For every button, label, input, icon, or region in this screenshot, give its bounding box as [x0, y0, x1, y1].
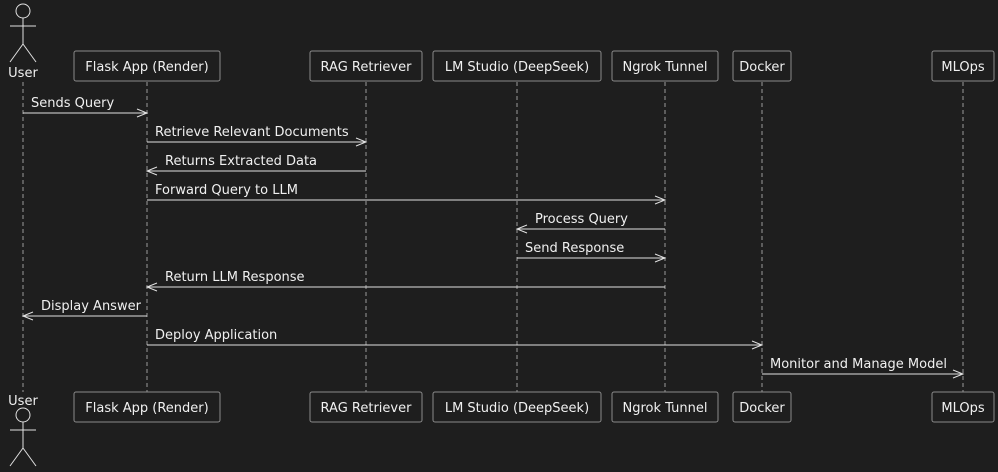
participant-label: RAG Retriever [321, 401, 413, 416]
message-6: Send Response [517, 241, 667, 263]
participant-label: MLOps [941, 60, 984, 75]
message-label: Process Query [535, 212, 628, 227]
participant-box [611, 50, 719, 82]
actor-icon [9, 407, 37, 467]
arrowhead-icon [515, 224, 528, 234]
participant-mlops-bottom: MLOps [931, 391, 995, 423]
message-label: Display Answer [41, 299, 142, 314]
arrowhead-icon [355, 137, 368, 147]
actor-label: User [8, 394, 38, 409]
participant-box [732, 391, 792, 423]
participant-box [732, 50, 792, 82]
message-5: Process Query [515, 212, 665, 234]
participant-lmstudio-bottom: LM Studio (DeepSeek) [432, 391, 602, 423]
participant-label: RAG Retriever [321, 60, 413, 75]
message-label: Sends Query [31, 96, 114, 111]
arrowhead-icon [654, 253, 667, 263]
arrowhead-icon [751, 340, 764, 350]
participant-box [309, 50, 423, 82]
actor-label: User [8, 66, 38, 81]
arrowhead-icon [136, 108, 149, 118]
participant-lmstudio-top: LM Studio (DeepSeek) [432, 50, 602, 82]
participant-flask-bottom: Flask App (Render) [73, 391, 221, 423]
participant-box [432, 50, 602, 82]
message-4: Forward Query to LLM [147, 183, 667, 205]
message-label: Monitor and Manage Model [770, 357, 947, 372]
participant-box [931, 50, 995, 82]
participant-box [309, 391, 423, 423]
participant-box [432, 391, 602, 423]
participant-box [73, 391, 221, 423]
actor-icon [9, 3, 37, 63]
arrowhead-icon [952, 369, 965, 379]
message-label: Send Response [525, 241, 624, 256]
participant-rag-top: RAG Retriever [309, 50, 423, 82]
arrowhead-icon [21, 311, 34, 321]
message-10: Monitor and Manage Model [762, 357, 965, 379]
participant-rag-bottom: RAG Retriever [309, 391, 423, 423]
message-label: Return LLM Response [165, 270, 305, 285]
participant-label: Flask App (Render) [85, 60, 208, 75]
participant-label: Ngrok Tunnel [623, 60, 708, 75]
message-3: Returns Extracted Data [145, 154, 366, 176]
participant-label: Ngrok Tunnel [623, 401, 708, 416]
message-label: Forward Query to LLM [155, 183, 298, 198]
participant-box [611, 391, 719, 423]
message-9: Deploy Application [147, 328, 764, 350]
participant-label: Docker [739, 401, 785, 416]
participant-label: LM Studio (DeepSeek) [445, 60, 589, 75]
participant-docker-bottom: Docker [732, 391, 792, 423]
participant-box [73, 50, 221, 82]
message-2: Retrieve Relevant Documents [147, 125, 368, 147]
participant-label: MLOps [941, 401, 984, 416]
actor-user-top: User [8, 3, 38, 81]
participant-mlops-top: MLOps [931, 50, 995, 82]
participant-label: LM Studio (DeepSeek) [445, 401, 589, 416]
message-label: Returns Extracted Data [165, 154, 317, 169]
participant-label: Docker [739, 60, 785, 75]
arrowhead-icon [654, 195, 667, 205]
message-1: Sends Query [23, 96, 149, 118]
actor-user-bottom: User [8, 394, 38, 467]
participant-label: Flask App (Render) [85, 401, 208, 416]
participant-box [931, 391, 995, 423]
participant-ngrok-bottom: Ngrok Tunnel [611, 391, 719, 423]
participant-flask-top: Flask App (Render) [73, 50, 221, 82]
arrowhead-icon [145, 282, 158, 292]
message-7: Return LLM Response [145, 270, 665, 292]
message-label: Deploy Application [155, 328, 277, 343]
message-8: Display Answer [21, 299, 147, 321]
message-label: Retrieve Relevant Documents [155, 125, 349, 140]
participant-docker-top: Docker [732, 50, 792, 82]
participant-footers: User Flask App (Render) RAG Retriever LM St… [8, 391, 995, 467]
participant-heads: User Flask App (Render) RAG Retriever LM St… [8, 3, 995, 82]
arrowhead-icon [145, 166, 158, 176]
participant-ngrok-top: Ngrok Tunnel [611, 50, 719, 82]
lifelines [22, 82, 964, 392]
